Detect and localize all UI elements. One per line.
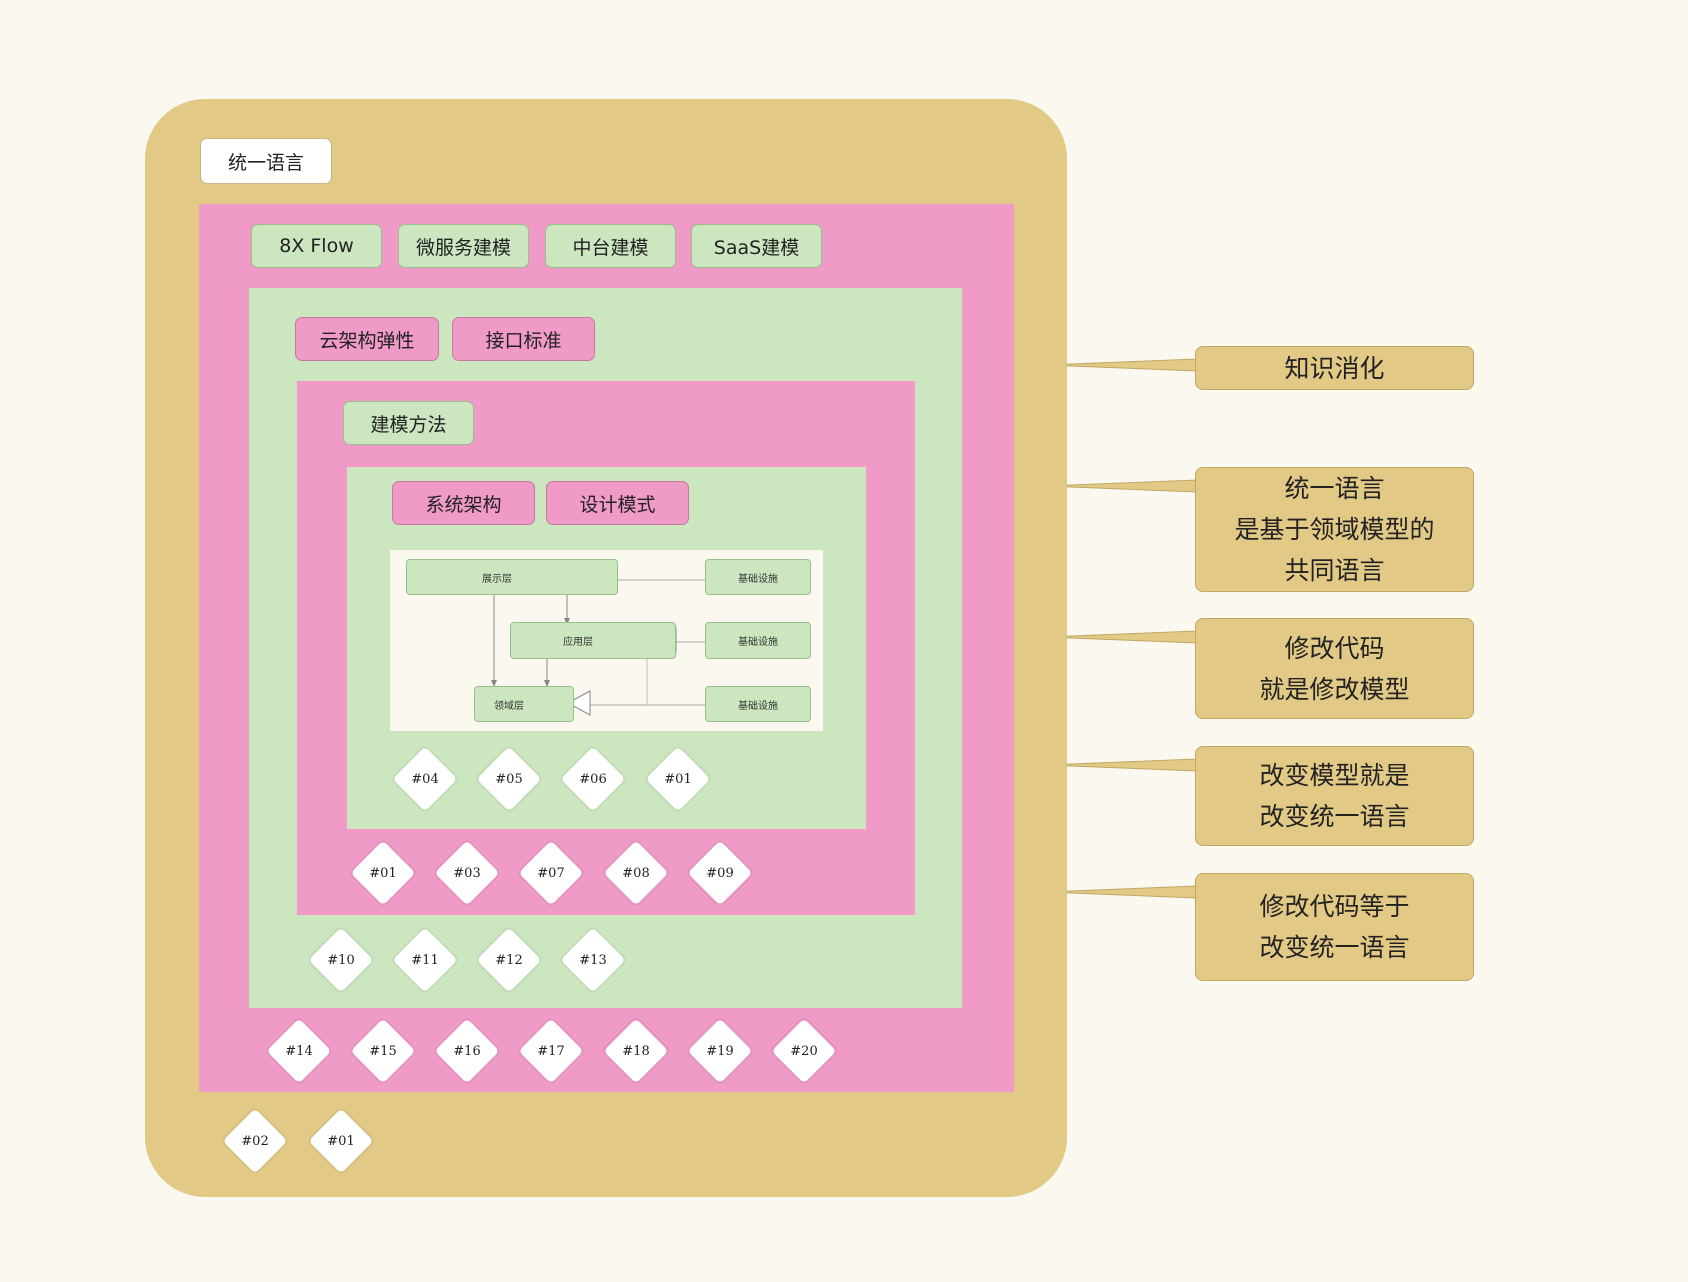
interface-domain xyxy=(566,690,591,716)
level1-tag-saas: SaaS建模 xyxy=(691,224,822,268)
note-change-model-language: 改变模型就是 改变统一语言 xyxy=(1195,746,1474,846)
note-change-code-language: 修改代码等于 改变统一语言 xyxy=(1195,873,1474,981)
marker-l1-4: #17 xyxy=(515,1015,587,1087)
marker-l3-5: #09 xyxy=(684,837,756,909)
infra-box-3: 基础设施 xyxy=(705,686,811,722)
marker-outer-2: #01 xyxy=(305,1105,377,1177)
architecture-diagram: 展示层 应用层 领域层 基础设施 基础设施 基础设施 xyxy=(390,550,823,731)
connector-5 xyxy=(1044,885,1198,899)
level4-tag-design-pattern: 设计模式 xyxy=(546,481,689,525)
note-5-line-1: 修改代码等于 xyxy=(1259,892,1410,921)
layer-presentation: 展示层 xyxy=(406,559,618,595)
note-1-line-1: 知识消化 xyxy=(1284,353,1385,383)
level1-tag-microservice: 微服务建模 xyxy=(398,224,529,268)
marker-l1-2: #15 xyxy=(347,1015,419,1087)
marker-l3-1: #01 xyxy=(347,837,419,909)
marker-l3-3: #07 xyxy=(515,837,587,909)
marker-l1-1: #14 xyxy=(263,1015,335,1087)
note-2-line-2: 是基于领域模型的 xyxy=(1234,515,1435,544)
note-knowledge-digestion: 知识消化 xyxy=(1195,346,1474,390)
note-3-line-1: 修改代码 xyxy=(1284,633,1385,663)
level1-tag-middle-platform: 中台建模 xyxy=(545,224,676,268)
marker-l4-3: #06 xyxy=(557,743,629,815)
outer-label: 统一语言 xyxy=(200,138,332,184)
marker-l4-1: #04 xyxy=(389,743,461,815)
marker-l2-3: #12 xyxy=(473,924,545,996)
note-4-line-1: 改变模型就是 xyxy=(1259,761,1410,790)
marker-l2-4: #13 xyxy=(557,924,629,996)
marker-l1-3: #16 xyxy=(431,1015,503,1087)
note-5-line-2: 改变统一语言 xyxy=(1259,933,1410,962)
marker-l2-1: #10 xyxy=(305,924,377,996)
marker-l1-5: #18 xyxy=(600,1015,672,1087)
level4-tag-system-architecture: 系统架构 xyxy=(392,481,535,525)
connector-1 xyxy=(1044,358,1198,372)
note-2-line-1: 统一语言 xyxy=(1284,474,1385,503)
level2-tag-cloud-elasticity: 云架构弹性 xyxy=(295,317,439,361)
infra-box-2: 基础设施 xyxy=(705,622,811,659)
note-2-line-3: 共同语言 xyxy=(1284,556,1385,585)
layer-domain: 领域层 xyxy=(474,686,574,722)
level3-tag-modeling-method: 建模方法 xyxy=(343,401,474,445)
note-4-line-2: 改变统一语言 xyxy=(1259,802,1410,831)
infra-box-1: 基础设施 xyxy=(705,559,811,595)
level1-tag-8x-flow: 8X Flow xyxy=(251,224,382,268)
marker-l3-2: #03 xyxy=(431,837,503,909)
note-ubiquitous-language: 统一语言 是基于领域模型的 共同语言 xyxy=(1195,467,1474,592)
marker-outer-1: #02 xyxy=(219,1105,291,1177)
marker-l4-4: #01 xyxy=(642,743,714,815)
marker-l1-6: #19 xyxy=(684,1015,756,1087)
note-change-code-model: 修改代码 就是修改模型 xyxy=(1195,618,1474,719)
marker-l1-7: #20 xyxy=(768,1015,840,1087)
marker-l3-4: #08 xyxy=(600,837,672,909)
connector-4 xyxy=(1044,758,1198,772)
connector-2 xyxy=(1044,479,1198,493)
note-3-line-2: 就是修改模型 xyxy=(1259,674,1410,704)
connector-3 xyxy=(1044,630,1198,644)
level2-tag-interface-standard: 接口标准 xyxy=(452,317,595,361)
marker-l2-2: #11 xyxy=(389,924,461,996)
marker-l4-2: #05 xyxy=(473,743,545,815)
layer-application: 应用层 xyxy=(510,622,676,659)
